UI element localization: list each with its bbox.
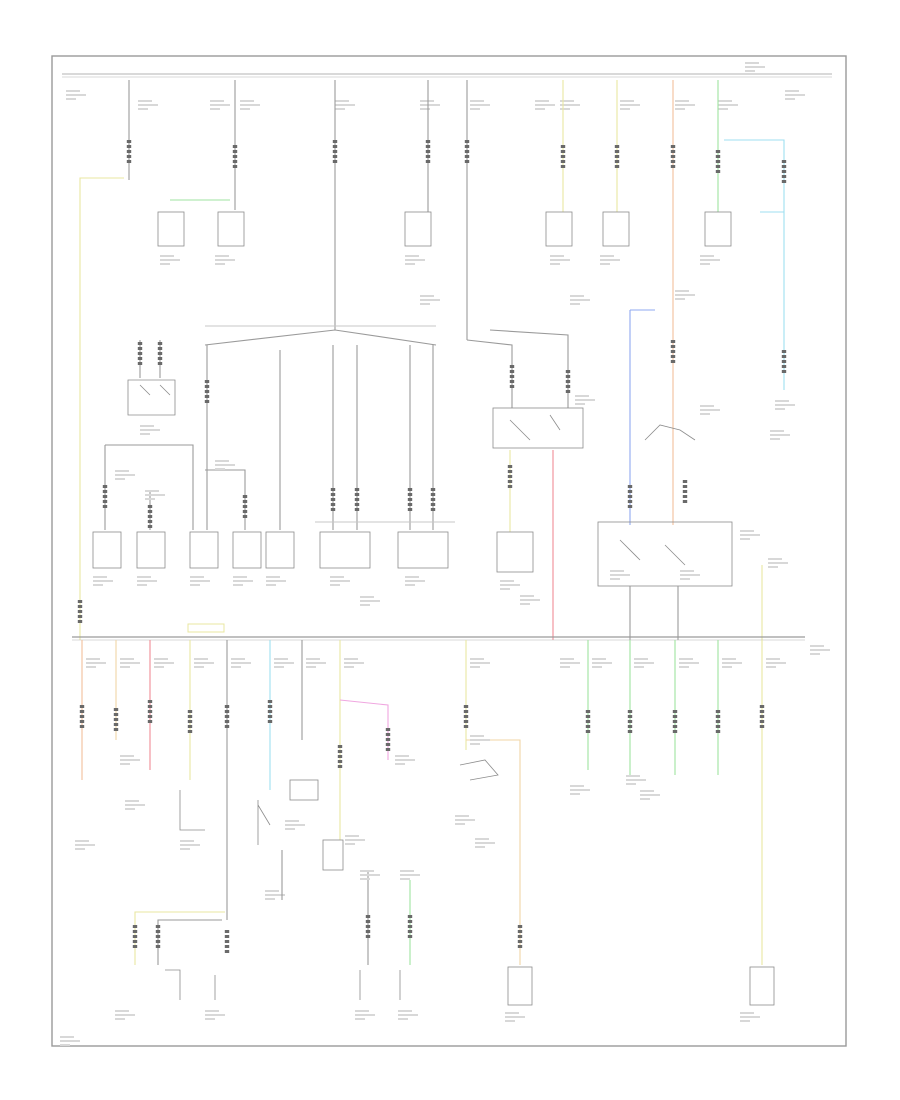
top-fuse-labels [66, 62, 805, 110]
lower-power-bus [72, 623, 830, 655]
middle-distribution [102, 325, 437, 530]
component-box [704, 211, 732, 247]
connector-icon [224, 930, 230, 953]
component-box [602, 211, 630, 247]
top-components [157, 199, 732, 305]
right-relay-block [597, 309, 795, 640]
lower-fuse-labels [86, 658, 786, 668]
bottom-components [60, 870, 775, 1046]
switch-icon [492, 407, 584, 449]
top-power-bus [62, 73, 832, 78]
lower-components [75, 735, 660, 900]
yellow-feed-wire [79, 177, 124, 640]
middle-component-row [92, 521, 455, 606]
ground-icon [626, 775, 646, 785]
component-box [545, 211, 573, 247]
center-relay [466, 329, 595, 640]
switch-icon [459, 759, 499, 781]
switch-icon [257, 800, 271, 845]
top-fuse-droppers [126, 80, 787, 525]
lower-fuse-droppers [79, 640, 765, 965]
component-box [404, 211, 432, 247]
switch-icon [127, 379, 176, 416]
diagram-frame [51, 55, 847, 1047]
component-box [217, 211, 245, 247]
connector-icon [682, 480, 688, 503]
component-box [157, 211, 185, 247]
switch-icon [644, 424, 696, 441]
